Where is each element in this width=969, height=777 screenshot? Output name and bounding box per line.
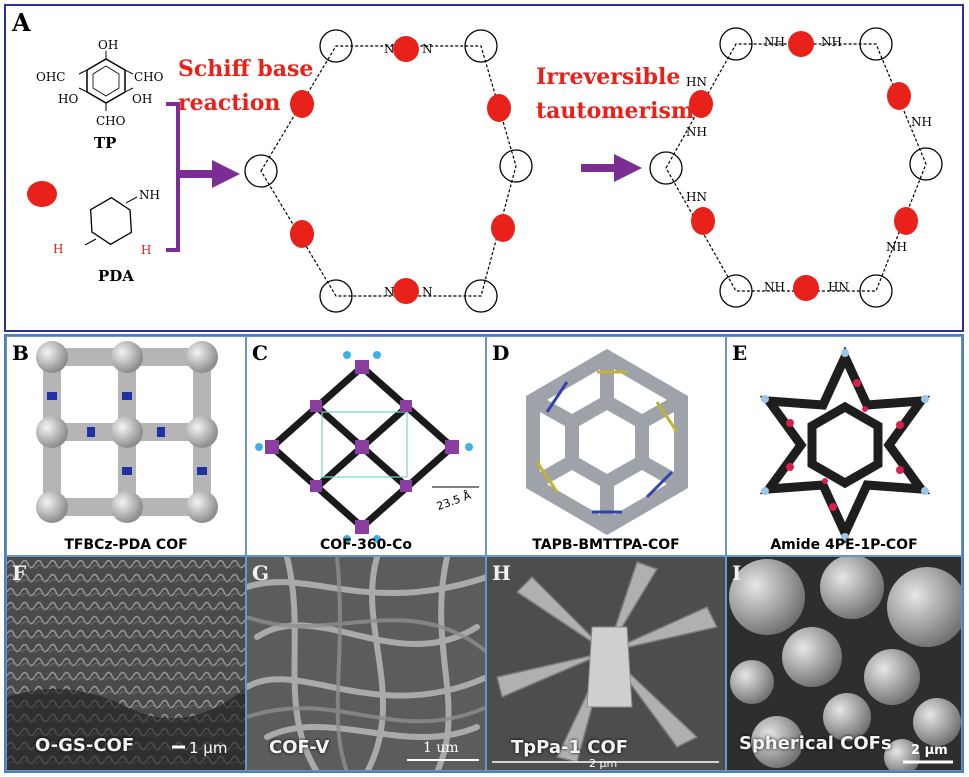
pda-dot-symbol [27, 181, 57, 207]
panel-g-letter: G [252, 561, 270, 585]
tp-ohc-left: OHC [36, 70, 65, 84]
keto-nodes [649, 27, 943, 308]
svg-text:NH: NH [911, 115, 932, 129]
bracket-h2: H [141, 243, 151, 257]
imine-red-linkers [290, 36, 515, 304]
panel-b-letter: B [12, 341, 29, 365]
panel-a-letter: A [12, 8, 31, 37]
panel-c-letter: C [252, 341, 268, 365]
panel-f-label: O-GS-COF [35, 735, 135, 756]
panel-h-letter: H [492, 561, 511, 585]
panel-h: H TpPa-1 COF 2 µm [486, 556, 726, 771]
amide-4pe-1p-structure [759, 346, 931, 544]
reactant-bracket [166, 102, 180, 252]
panel-g: G COF-V 1 um [246, 556, 486, 771]
panel-h-label: TpPa-1 COF [511, 737, 629, 758]
panel-i-letter: I [732, 561, 742, 585]
svg-text:N: N [422, 42, 433, 56]
svg-text:NH: NH [764, 35, 785, 49]
tp-cho-bottom: CHO [96, 114, 126, 128]
svg-text:NH: NH [764, 280, 785, 294]
panel-c-caption: COF-360-Co [319, 537, 413, 553]
tp-oh-top: OH [98, 38, 118, 52]
svg-text:N: N [384, 285, 395, 299]
panel-d-caption: TAPB-BMTTPA-COF [532, 537, 680, 553]
svg-text:HN: HN [828, 280, 849, 294]
sem-image-tppa-1-cof [487, 557, 725, 770]
svg-text:HN: HN [686, 190, 707, 204]
panel-f-letter: F [12, 561, 27, 585]
tautomerism-arrow-head [614, 154, 642, 182]
keto-macrocycle [665, 43, 927, 292]
panel-g-scale: 1 um [423, 740, 459, 756]
panel-i: I Spherical COFs 2 µm [726, 556, 962, 771]
pda-molecule: NH H [53, 188, 160, 256]
svg-text:NH: NH [886, 240, 907, 254]
pda-nh2: NH [139, 188, 160, 202]
panel-c: 23.5 Å C COF-360-Co [246, 336, 486, 556]
svg-text:NH: NH [821, 35, 842, 49]
tp-oh-right: OH [132, 92, 152, 106]
panel-b: B TFBCz-PDA COF [6, 336, 246, 556]
keto-nh-labels: NH NH HN NH NH HN NH NH HN [686, 35, 932, 294]
tp-label: TP [94, 134, 116, 152]
tfbcz-pda-structure [36, 341, 218, 523]
svg-text:HN: HN [686, 75, 707, 89]
cof-360-co-structure: 23.5 Å [255, 351, 479, 543]
sem-image-cof-v [247, 557, 485, 770]
panel-b-caption: TFBCz-PDA COF [64, 537, 188, 553]
panel-f: F O-GS-COF 1 µm [6, 556, 246, 771]
panel-e: E Amide 4PE-1P-COF [726, 336, 962, 556]
pda-h2n: H [53, 242, 63, 256]
svg-text:N: N [384, 42, 395, 56]
schiff-text-1: Schiff base [178, 56, 313, 82]
panel-h-scale: 2 µm [589, 757, 618, 770]
schiff-arrow-head [212, 160, 240, 188]
panel-e-caption: Amide 4PE-1P-COF [770, 537, 918, 553]
pda-label: PDA [98, 267, 134, 285]
tapb-bmttpa-structure [526, 348, 688, 536]
keto-red-linkers [689, 31, 918, 301]
panel-e-letter: E [732, 341, 748, 365]
panel-d: D TAPB-BMTTPA-COF [486, 336, 726, 556]
sem-image-spherical-cofs [727, 557, 961, 770]
panel-i-label: Spherical COFs [739, 733, 892, 754]
panel-g-label: COF-V [269, 737, 330, 758]
tp-ho-left: HO [58, 92, 78, 106]
imine-macrocycle [260, 45, 517, 297]
taut-text-1: Irreversible [536, 64, 680, 90]
svg-text:N: N [422, 285, 433, 299]
imine-nodes [244, 29, 533, 313]
panel-d-letter: D [492, 341, 510, 365]
svg-text:NH: NH [686, 125, 707, 139]
taut-text-2: tautomerism [536, 98, 694, 124]
panel-i-scale: 2 µm [911, 743, 948, 758]
reaction-scheme-svg: OH OHC CHO HO OH CHO TP NH H PDA H Schif… [27, 27, 943, 313]
panel-a-reaction-scheme: OH OHC CHO HO OH CHO TP NH H PDA H Schif… [4, 4, 964, 332]
figure-grid: B TFBCz-PDA COF 23.5 [4, 334, 964, 773]
sem-image-o-gs-cof [7, 557, 245, 770]
imine-n-labels: N N N N [384, 42, 433, 299]
panel-f-scale: 1 µm [189, 739, 228, 757]
c-dimension: 23.5 Å [435, 489, 473, 514]
tp-molecule: OH OHC CHO HO OH CHO [36, 38, 164, 128]
schiff-text-2: reaction [178, 90, 280, 116]
tp-cho-right: CHO [134, 70, 164, 84]
